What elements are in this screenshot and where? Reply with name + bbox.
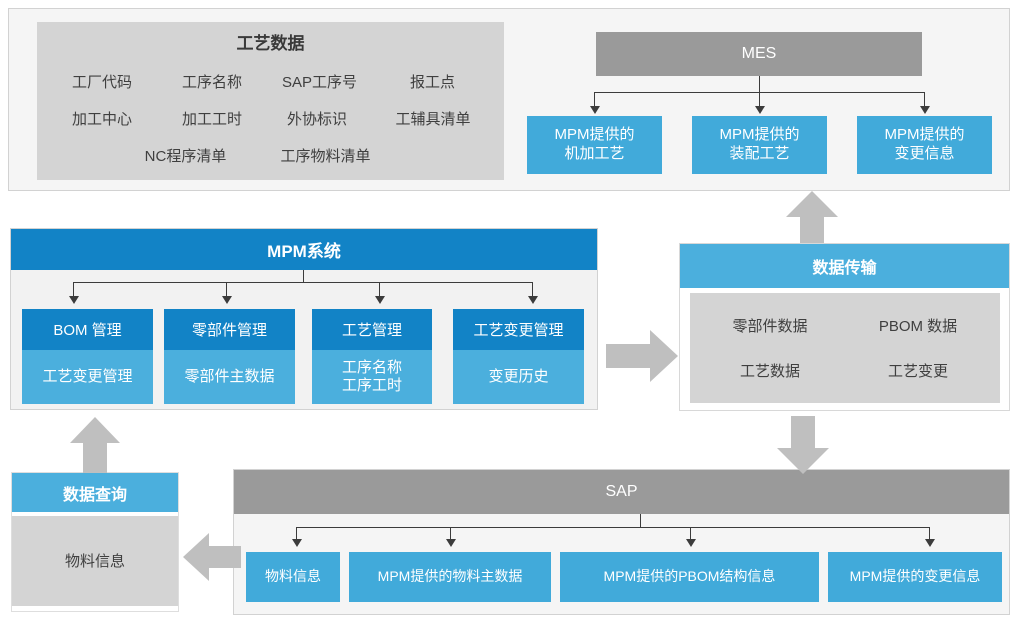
mpm-module-card[interactable]: BOM 管理 工艺变更管理 xyxy=(22,309,153,404)
process-data-cell: 加工中心 xyxy=(71,110,132,128)
mes-connector-drop xyxy=(924,92,925,108)
mpm-connector-bar xyxy=(73,282,533,283)
sap-connector-drop xyxy=(929,527,930,541)
data-transfer-header: 数据传输 xyxy=(680,244,1009,288)
mes-child-line2: 机加工艺 xyxy=(564,145,625,162)
mes-connector-drop xyxy=(759,92,760,108)
sap-child-box[interactable]: 物料信息 xyxy=(246,552,340,602)
mpm-module-body: 零部件主数据 xyxy=(164,350,295,404)
process-data-cell: 外协标识 xyxy=(286,110,347,128)
arrow-data-query-to-mpm xyxy=(70,417,120,473)
arrow-sap-to-data-query xyxy=(183,533,241,581)
data-query-header: 数据查询 xyxy=(12,473,178,512)
data-transfer-item: 工艺变更 xyxy=(887,362,948,380)
mes-connector-arrow xyxy=(920,106,930,114)
mes-header: MES xyxy=(596,32,922,76)
sap-connector-bar xyxy=(296,527,930,528)
sap-header: SAP xyxy=(234,470,1009,514)
sap-connector-arrow xyxy=(686,539,696,547)
mes-connector-drop xyxy=(594,92,595,108)
process-data-cell: NC程序清单 xyxy=(144,147,227,165)
mes-connector-arrow xyxy=(590,106,600,114)
mes-child-line1: MPM提供的 xyxy=(884,126,965,144)
mes-child-box[interactable]: MPM提供的 装配工艺 xyxy=(692,116,827,174)
sap-child-box[interactable]: MPM提供的物料主数据 xyxy=(349,552,551,602)
sap-connector-stem xyxy=(640,514,641,527)
mpm-module-card[interactable]: 零部件管理 零部件主数据 xyxy=(164,309,295,404)
mpm-module-header: BOM 管理 xyxy=(22,309,153,350)
sap-child-box[interactable]: MPM提供的变更信息 xyxy=(828,552,1002,602)
process-data-cell: 工序名称 xyxy=(181,73,242,91)
data-query-body-text: 物料信息 xyxy=(64,552,125,570)
sap-connector-drop xyxy=(690,527,691,541)
mes-child-line1: MPM提供的 xyxy=(554,126,635,144)
mpm-module-body-line: 零部件主数据 xyxy=(184,368,275,386)
mpm-connector-drop xyxy=(226,282,227,298)
mpm-module-header: 工艺管理 xyxy=(312,309,432,350)
data-transfer-item: PBOM 数据 xyxy=(878,317,958,335)
process-data-title: 工艺数据 xyxy=(236,33,305,53)
arrow-data-transfer-to-mes xyxy=(786,191,838,243)
mpm-connector-drop xyxy=(73,282,74,298)
mes-connector-arrow xyxy=(755,106,765,114)
mes-child-line2: 变更信息 xyxy=(894,145,955,162)
mes-child-box[interactable]: MPM提供的 变更信息 xyxy=(857,116,992,174)
process-data-cell: SAP工序号 xyxy=(281,73,357,91)
data-transfer-body xyxy=(690,293,1000,403)
mpm-module-body-line: 工序名称 xyxy=(341,359,402,377)
process-data-cell: 加工工时 xyxy=(181,110,242,128)
mpm-connector-stem xyxy=(303,270,304,282)
arrow-mpm-to-data-transfer xyxy=(606,330,678,382)
sap-connector-arrow xyxy=(446,539,456,547)
data-transfer-item: 工艺数据 xyxy=(739,362,800,380)
mes-connector-stem xyxy=(759,76,760,92)
sap-connector-arrow xyxy=(292,539,302,547)
mes-child-box[interactable]: MPM提供的 机加工艺 xyxy=(527,116,662,174)
process-data-cell: 工辅具清单 xyxy=(395,110,471,128)
mpm-module-body-line: 工序工时 xyxy=(341,377,402,394)
mpm-connector-drop xyxy=(379,282,380,298)
mpm-module-body: 变更历史 xyxy=(453,350,584,404)
mpm-module-header: 工艺变更管理 xyxy=(453,309,584,350)
mpm-system-header: MPM系统 xyxy=(11,229,597,270)
mpm-connector-drop xyxy=(532,282,533,298)
mes-child-line1: MPM提供的 xyxy=(719,126,800,144)
mpm-module-body: 工序名称 工序工时 xyxy=(312,350,432,404)
sap-child-box[interactable]: MPM提供的PBOM结构信息 xyxy=(560,552,819,602)
process-data-block xyxy=(37,22,504,180)
data-query-body xyxy=(12,516,178,606)
mpm-connector-arrow xyxy=(375,296,385,304)
mpm-module-card[interactable]: 工艺变更管理 变更历史 xyxy=(453,309,584,404)
mpm-connector-arrow xyxy=(69,296,79,304)
mpm-module-header: 零部件管理 xyxy=(164,309,295,350)
mpm-module-body-line: 工艺变更管理 xyxy=(42,368,133,386)
mes-child-line2: 装配工艺 xyxy=(729,145,790,162)
sap-connector-drop xyxy=(296,527,297,541)
data-transfer-item: 零部件数据 xyxy=(732,317,808,335)
process-data-cell: 报工点 xyxy=(409,73,455,91)
mpm-connector-arrow xyxy=(222,296,232,304)
mpm-module-body: 工艺变更管理 xyxy=(22,350,153,404)
mpm-connector-arrow xyxy=(528,296,538,304)
mpm-module-card[interactable]: 工艺管理 工序名称 工序工时 xyxy=(312,309,432,404)
sap-connector-drop xyxy=(450,527,451,541)
process-data-cell: 工序物料清单 xyxy=(280,147,371,165)
process-data-cell: 工厂代码 xyxy=(71,73,132,91)
sap-connector-arrow xyxy=(925,539,935,547)
arrow-data-transfer-to-sap xyxy=(777,416,829,474)
mpm-module-body-line: 变更历史 xyxy=(488,368,549,386)
